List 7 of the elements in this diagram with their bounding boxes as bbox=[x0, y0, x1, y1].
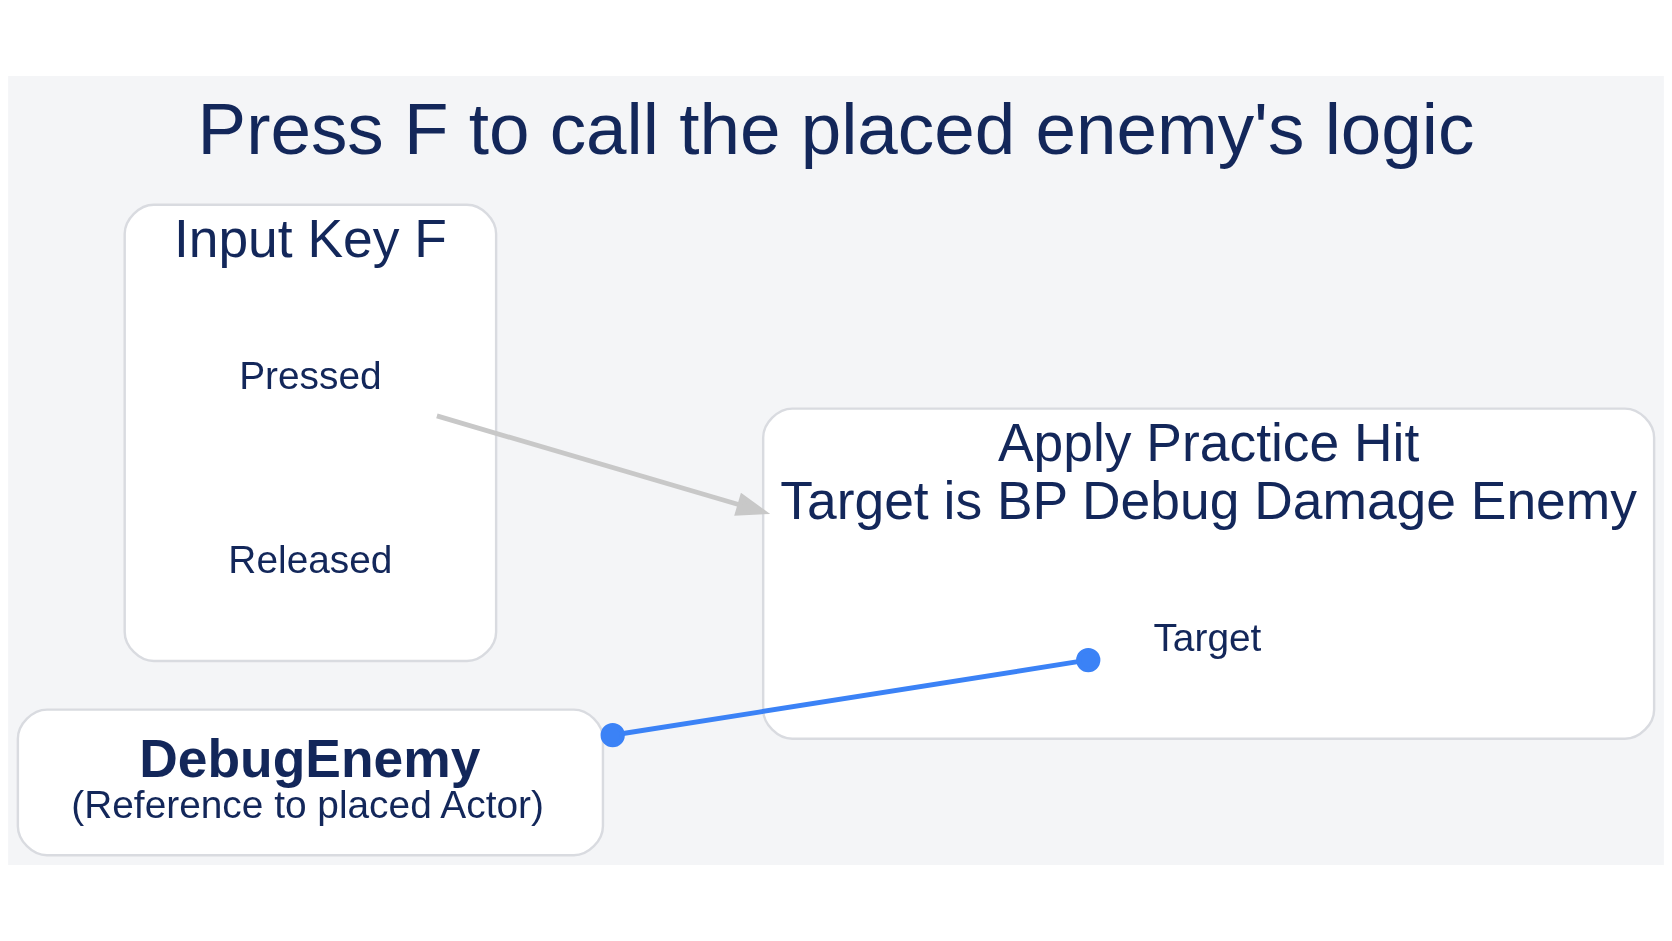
diagram-title: Press F to call the placed enemy's logic bbox=[197, 87, 1475, 169]
node-text: Pressed bbox=[239, 353, 382, 397]
connector bbox=[600, 647, 1101, 748]
node-text: Released bbox=[228, 538, 393, 582]
node-text: Target bbox=[1153, 615, 1262, 659]
node-box: DebugEnemy (Reference to placed Actor) bbox=[16, 708, 605, 857]
arrow bbox=[436, 413, 771, 516]
